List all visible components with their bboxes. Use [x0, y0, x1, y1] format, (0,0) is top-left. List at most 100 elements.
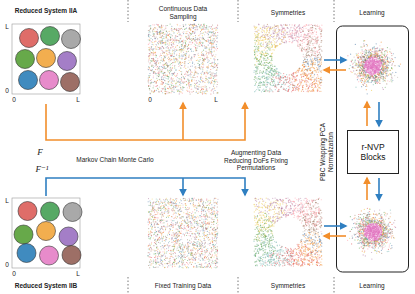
sample-point [213, 224, 214, 225]
sample-point [165, 28, 166, 29]
sample-point [185, 233, 186, 234]
sample-point [206, 46, 207, 47]
sample-point [201, 30, 202, 31]
sample-point [208, 29, 209, 30]
sample-point [152, 44, 153, 45]
sample-point [148, 36, 149, 37]
sample-point [187, 266, 188, 267]
sample-point [151, 41, 152, 42]
sample-point [157, 85, 158, 86]
sample-point [197, 29, 198, 30]
sample-point [163, 75, 164, 76]
sample-point [211, 51, 212, 52]
sample-point [150, 60, 151, 61]
sample-point [202, 64, 203, 65]
sample-point [188, 45, 189, 46]
sample-point [185, 44, 186, 45]
sample-point [214, 75, 215, 76]
sample-point [151, 66, 152, 67]
sample-point [174, 51, 175, 52]
sample-point [178, 89, 179, 90]
sample-point [179, 91, 180, 92]
sample-point [214, 232, 215, 233]
sample-point [170, 69, 171, 70]
sample-point [214, 41, 215, 42]
sample-point [154, 91, 155, 92]
sample-point [215, 67, 216, 68]
sample-point [155, 41, 156, 42]
sample-point [208, 41, 209, 42]
sample-point [172, 38, 173, 39]
sample-point [171, 56, 172, 57]
sample-point [190, 39, 191, 40]
sample-point [188, 55, 189, 56]
sample-point [202, 45, 203, 46]
sample-point [163, 48, 164, 49]
sample-point [193, 24, 194, 25]
sample-point [181, 81, 182, 82]
particle [37, 49, 56, 68]
sample-point [215, 249, 216, 250]
sample-point [181, 50, 182, 51]
sample-point [180, 253, 181, 254]
sample-point [170, 48, 171, 49]
sample-point [176, 89, 177, 90]
sample-point [165, 63, 166, 64]
sample-point [177, 90, 178, 91]
sample-point [166, 64, 167, 65]
sample-point [161, 36, 162, 37]
sample-point [194, 39, 195, 40]
sample-point [197, 54, 198, 55]
sample-point [208, 45, 209, 46]
sample-point [200, 77, 201, 78]
sample-point [162, 89, 163, 90]
sample-point [173, 78, 174, 79]
sample-point [206, 86, 207, 87]
sample-point [159, 74, 160, 75]
sample-point [207, 91, 208, 92]
sample-point [204, 91, 205, 92]
sample-point [168, 34, 169, 35]
sample-point [164, 60, 165, 61]
sample-point [161, 28, 162, 29]
sample-point [204, 58, 205, 59]
sample-point [194, 73, 195, 74]
sample-point [182, 58, 183, 59]
sample-point [210, 83, 211, 84]
sample-point [174, 48, 175, 49]
sample-point [198, 45, 199, 46]
sample-point [169, 43, 170, 44]
sample-point [186, 81, 187, 82]
sample-point [184, 74, 185, 75]
sample-point [213, 68, 214, 69]
sample-point [168, 92, 169, 93]
sample-point [172, 51, 173, 52]
sample-point [183, 42, 184, 43]
sample-point [206, 93, 207, 94]
particle [58, 52, 77, 71]
sample-point [190, 93, 191, 94]
sample-point [191, 58, 192, 59]
sample-point [173, 240, 174, 241]
sample-point [200, 224, 201, 225]
sample-point [214, 267, 215, 268]
sample-point [150, 48, 151, 49]
sample-point [197, 48, 198, 49]
sample-point [185, 33, 186, 34]
sample-point [190, 259, 191, 260]
sample-point [214, 76, 215, 77]
sample-point [214, 82, 215, 83]
sample-point [194, 77, 195, 78]
sample-point [188, 34, 189, 35]
sample-point [214, 80, 215, 81]
sample-point [182, 29, 183, 30]
sample-point [158, 207, 159, 208]
sample-point [160, 42, 161, 43]
sample-point [198, 93, 199, 94]
sample-point [173, 80, 174, 81]
sample-point [187, 74, 188, 75]
sample-point [201, 72, 202, 73]
sample-point [169, 50, 170, 51]
sample-point [156, 61, 157, 62]
particle [62, 30, 81, 49]
